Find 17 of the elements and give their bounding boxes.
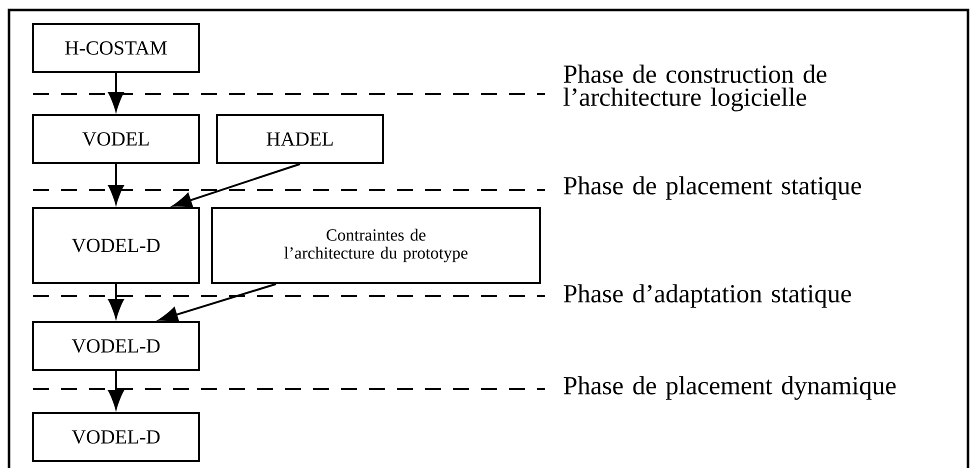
arrow — [108, 370, 124, 409]
process-box: VODEL-D — [32, 412, 200, 462]
process-box: VODEL-D — [32, 320, 200, 371]
process-box: HADEL — [216, 114, 384, 164]
arrow — [108, 164, 124, 204]
arrow — [108, 284, 124, 318]
phase-label: Phase d’adaptation statique — [564, 284, 851, 308]
phase-label: Phase de placement dynamique — [564, 376, 896, 400]
process-box: Contraintes de l’architecture du prototype — [211, 207, 541, 284]
process-box: VODEL — [32, 114, 200, 164]
process-box: VODEL-D — [32, 207, 200, 284]
arrow — [108, 73, 124, 111]
arrow — [172, 163, 300, 208]
process-box: H-COSTAM — [32, 23, 200, 73]
phase-label: Phase de construction de l’architecture logicielle — [564, 64, 826, 112]
phase-label: Phase de placement statique — [564, 176, 861, 200]
arrow — [158, 283, 276, 322]
